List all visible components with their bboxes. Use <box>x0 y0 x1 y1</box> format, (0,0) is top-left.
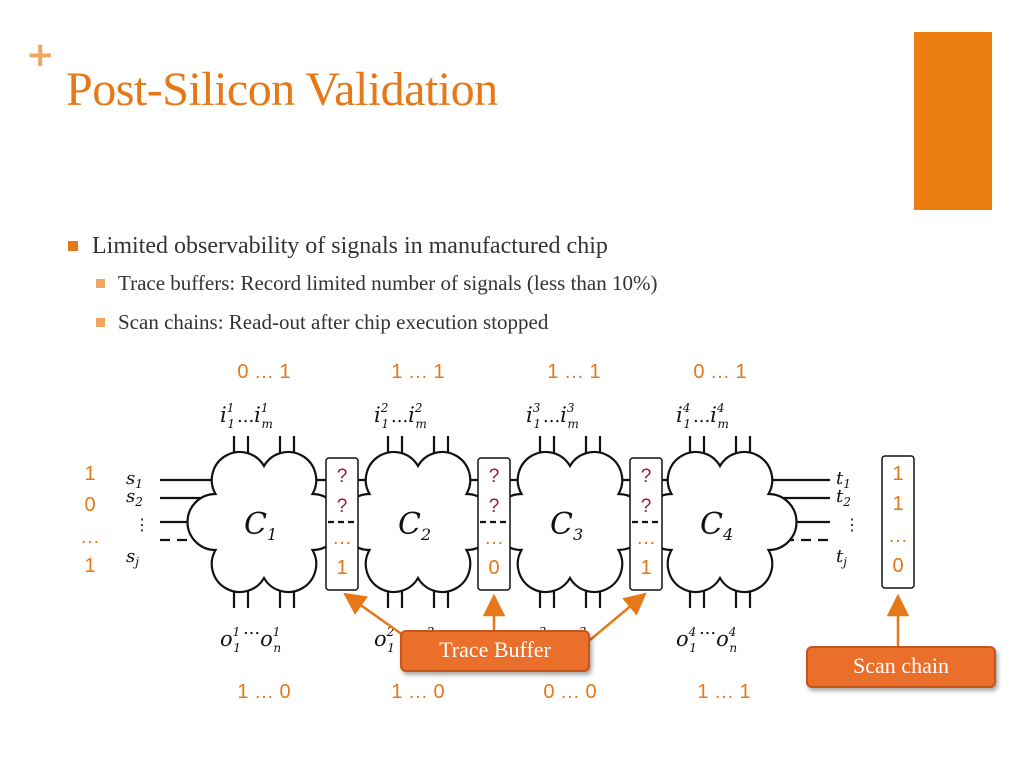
trace-buffer-1: ?? … 1 <box>325 457 359 591</box>
bullet-main-text: Limited observability of signals in manu… <box>92 233 608 259</box>
trace-buffer-box <box>325 457 359 591</box>
left-value: 1 <box>84 555 95 577</box>
left-value: 0 <box>84 494 95 516</box>
bullet-list: Limited observability of signals in manu… <box>68 228 657 342</box>
callout-arrows <box>343 592 910 646</box>
top-values-c4: 0 … 1 <box>693 361 746 383</box>
trace-buffer-box <box>629 457 663 591</box>
scan-chain-box <box>881 455 915 589</box>
bullet-sub-text: Trace buffers: Record limited number of … <box>118 271 658 295</box>
trace-buffer-2: ?? … 0 <box>477 457 511 591</box>
bullet-sub-text: Scan chains: Read-out after chip executi… <box>118 310 549 334</box>
trace-buffer-unknown: ? <box>337 466 348 487</box>
signal-s2: s2 <box>126 486 143 509</box>
trace-buffer-unknown: ? <box>641 466 652 487</box>
signal-t1: t1 <box>836 468 851 491</box>
arrow-to-buffer-3 <box>589 592 647 641</box>
block-label: C3 <box>550 507 583 544</box>
plus-mark: + <box>26 35 55 75</box>
bullet-square <box>96 279 105 288</box>
signal-vdots: ⋮ <box>844 515 860 534</box>
bottom-values-c1: 1 … 0 <box>237 681 290 703</box>
cloud-shape <box>186 450 342 594</box>
value-labels: 0 … 1 1 … 1 1 … 1 0 … 1 1 … 0 1 … 0 0 … … <box>80 361 751 703</box>
scan-chain-value: 1 <box>892 463 903 485</box>
bullet-main: Limited observability of signals in manu… <box>68 228 657 264</box>
signal-s1: s1 <box>126 468 143 491</box>
scan-chain-value: 1 <box>892 493 903 515</box>
left-value: … <box>80 526 100 548</box>
trace-buffer-callout: Trace Buffer <box>400 630 590 672</box>
bullet-sub-1: Trace buffers: Record limited number of … <box>68 264 657 303</box>
cloud-shape <box>642 450 798 594</box>
logic-blocks: C1i11...i1mo11...o1nC2i21...i2mo21...o2n… <box>186 401 798 655</box>
trace-buffer-box <box>477 457 511 591</box>
scan-chain-value: … <box>888 525 908 547</box>
arrow-to-buffer-1 <box>343 592 411 642</box>
cloud-shape <box>492 450 648 594</box>
top-values-c3: 1 … 1 <box>547 361 600 383</box>
trace-buffer-unknown: ? <box>489 496 500 517</box>
bottom-values-c2: 1 … 0 <box>391 681 444 703</box>
scan-chain-register: 1 1 … 0 <box>881 455 915 589</box>
trace-buffer-unknown: ? <box>641 496 652 517</box>
trace-buffers: ?? … 1?? … 0?? … 1 <box>325 457 663 591</box>
trace-buffer-ellipsis: … <box>484 527 504 549</box>
trace-buffer-ellipsis: … <box>332 527 352 549</box>
trace-buffer-value: 1 <box>640 557 651 579</box>
scan-chain-value: 0 <box>892 555 903 577</box>
scan-chain-callout: Scan chain <box>806 646 996 688</box>
bottom-values-c4: 1 … 1 <box>697 681 750 703</box>
signal-vdots: ⋮ <box>134 515 150 534</box>
trace-buffer-value: 0 <box>488 557 499 579</box>
trace-buffer-unknown: ? <box>489 466 500 487</box>
cloud-shape <box>340 450 496 594</box>
signal-t2: t2 <box>836 486 851 509</box>
top-values-c1: 0 … 1 <box>237 361 290 383</box>
signal-sj: sj <box>126 546 139 569</box>
accent-block <box>914 32 992 210</box>
block-label: C2 <box>398 507 431 544</box>
bullet-square <box>96 318 105 327</box>
block-label: C1 <box>244 507 277 544</box>
block-label: C4 <box>700 507 733 544</box>
top-values-c2: 1 … 1 <box>391 361 444 383</box>
signal-names: s1 s2 ⋮ sj t1 t2 ⋮ tj <box>126 468 860 569</box>
slide-title: Post-Silicon Validation <box>66 63 498 116</box>
trace-buffer-value: 1 <box>336 557 347 579</box>
trace-buffer-3: ?? … 1 <box>629 457 663 591</box>
trace-buffer-ellipsis: … <box>636 527 656 549</box>
signal-tj: tj <box>836 546 847 569</box>
trace-buffer-unknown: ? <box>337 496 348 517</box>
bullet-square <box>68 241 78 251</box>
left-value: 1 <box>84 463 95 485</box>
bottom-values-c3: 0 … 0 <box>543 681 596 703</box>
bullet-sub-2: Scan chains: Read-out after chip executi… <box>68 303 657 342</box>
